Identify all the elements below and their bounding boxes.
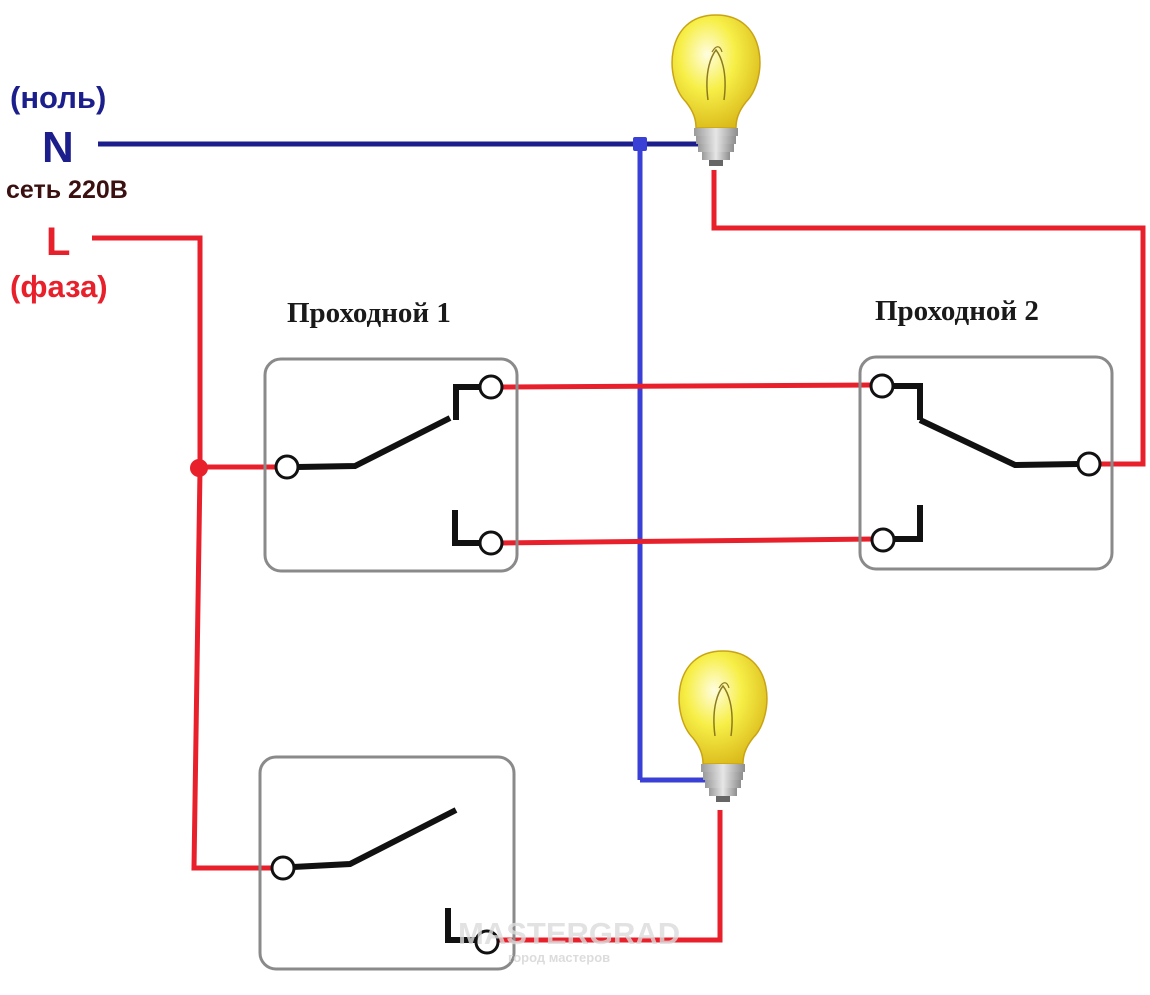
phase-letter-label: L xyxy=(46,220,70,264)
neutral-letter-label: N xyxy=(42,123,74,172)
phase-note-label: (фаза) xyxy=(10,269,108,304)
switch2-title: Проходной 2 xyxy=(875,295,1039,327)
pass-through-switch-1-box xyxy=(263,357,519,573)
network-label: сеть 220В xyxy=(6,176,128,204)
watermark-name: MASTERGRAD xyxy=(458,916,680,951)
single-switch-box xyxy=(258,755,516,971)
watermark-tagline: город мастеров xyxy=(508,950,610,965)
lamp2-return-wire xyxy=(495,810,723,943)
traveler-wire-bottom xyxy=(499,536,876,546)
pass-through-switch-2-box xyxy=(858,355,1114,571)
pass-through-switch-icon xyxy=(274,374,504,556)
neutral-note-label: (ноль) xyxy=(10,80,106,115)
switch1-title: Проходной 1 xyxy=(287,297,451,329)
neutral-junction xyxy=(633,137,647,151)
pass-through-switch-icon xyxy=(869,373,1102,553)
lamp1-return-wire xyxy=(711,170,1146,467)
single-switch-icon xyxy=(270,807,500,955)
phase-wire-main xyxy=(92,235,275,871)
traveler-wire-top xyxy=(499,382,876,390)
phase-junction xyxy=(190,459,208,477)
